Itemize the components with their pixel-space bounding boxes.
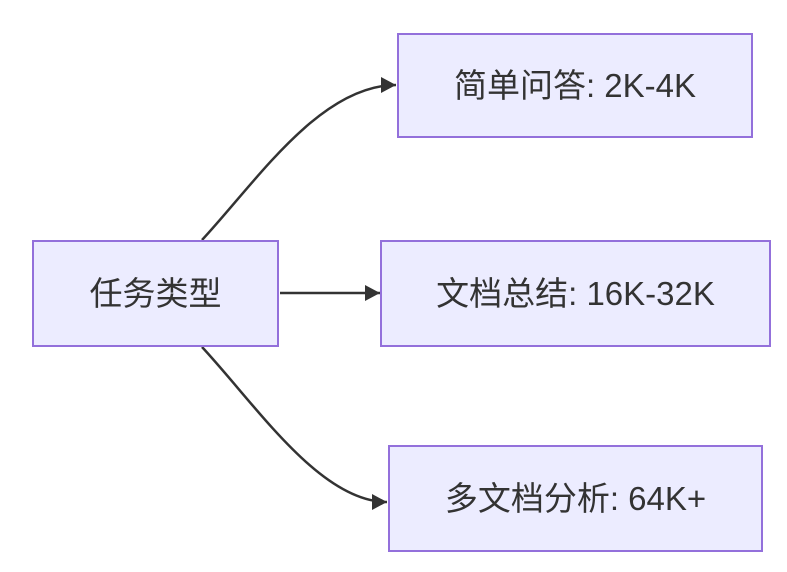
node-task-type: 任务类型: [32, 240, 279, 347]
node-simple-qa: 简单问答: 2K-4K: [397, 33, 753, 138]
node-doc-summary: 文档总结: 16K-32K: [380, 240, 771, 347]
node-simple-qa-label: 简单问答: 2K-4K: [453, 66, 697, 104]
node-doc-summary-label: 文档总结: 16K-32K: [436, 274, 715, 312]
edge-task-to-simple-qa: [201, 77, 397, 241]
edge-task-to-multi-doc: [201, 346, 388, 510]
node-multi-doc: 多文档分析: 64K+: [388, 445, 763, 552]
node-multi-doc-label: 多文档分析: 64K+: [444, 479, 707, 517]
node-task-type-label: 任务类型: [89, 274, 222, 312]
